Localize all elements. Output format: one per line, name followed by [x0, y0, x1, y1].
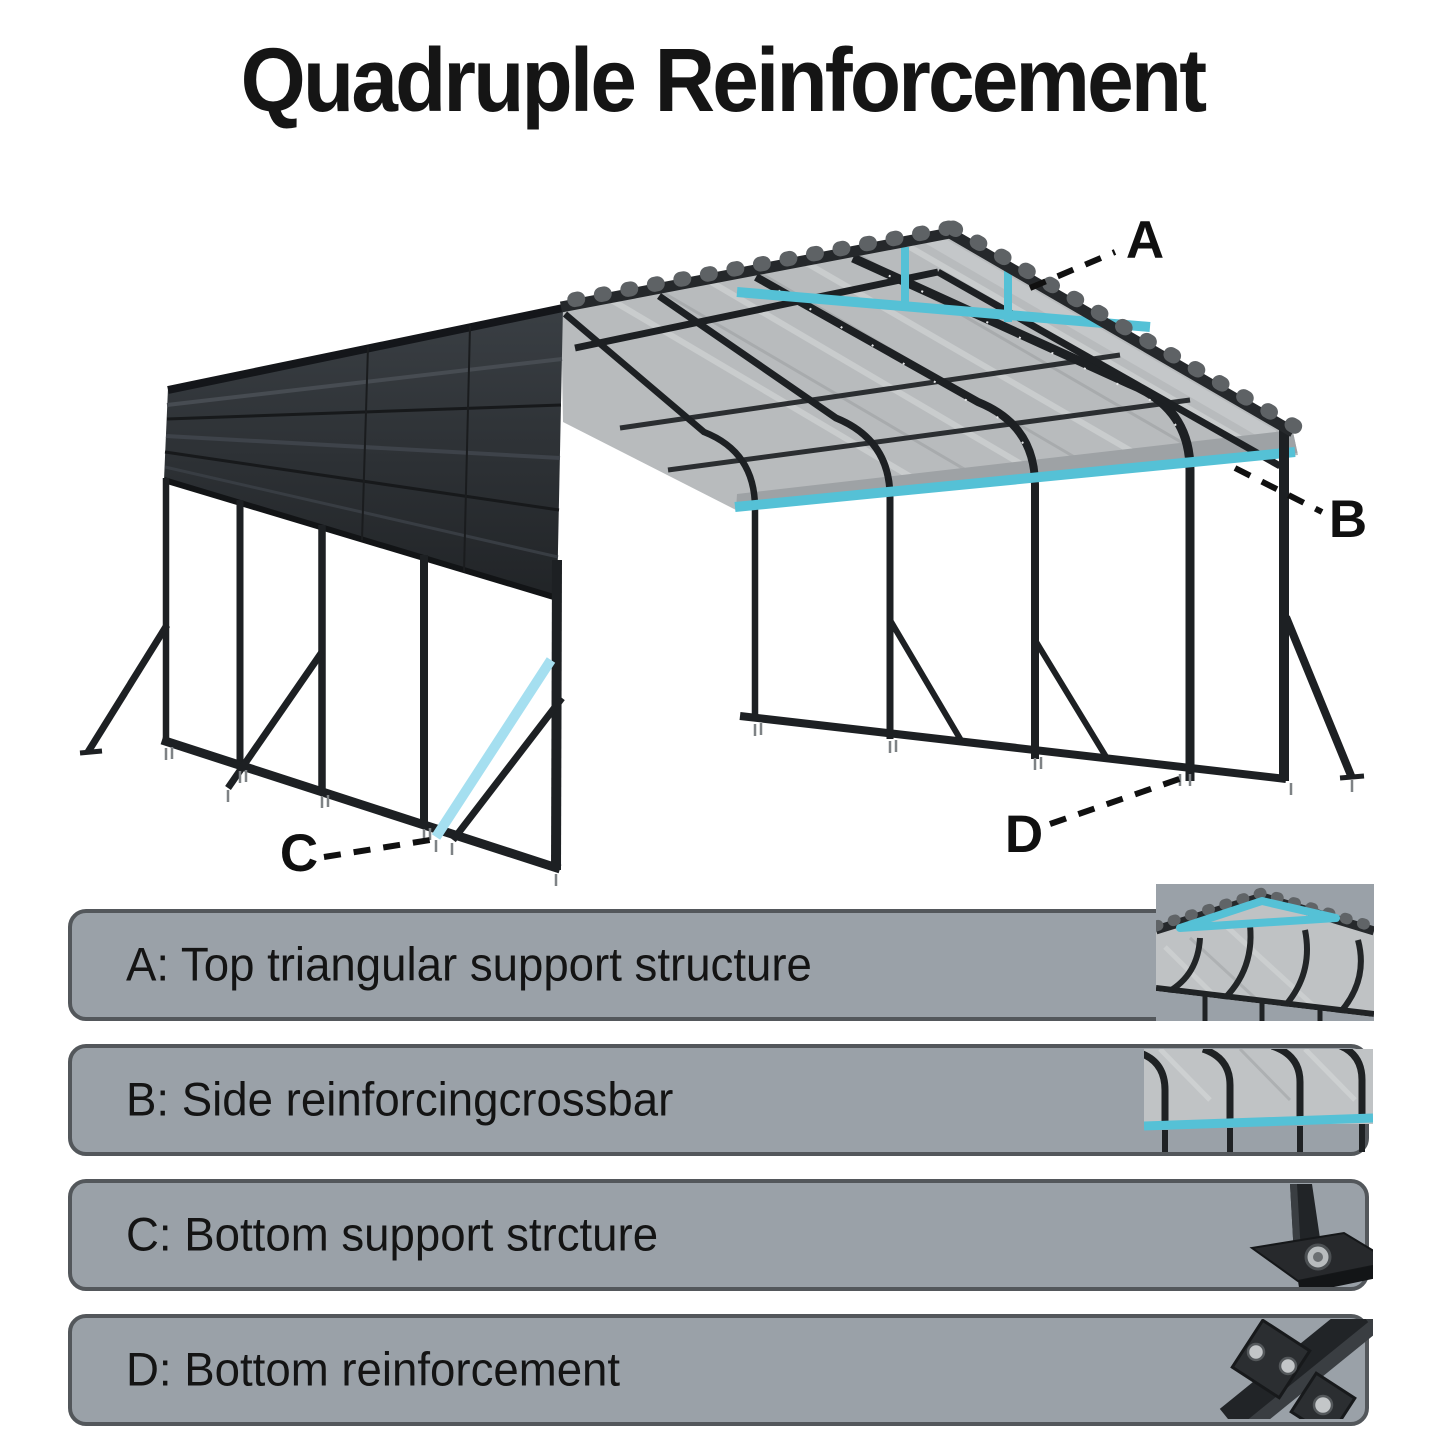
page-title: Quadruple Reinforcement	[240, 31, 1207, 131]
callout-c-label: C	[280, 824, 318, 883]
right-wall-frame	[739, 430, 1365, 783]
legend-row-b-label: B: Side reinforcingcrossbar	[126, 1072, 674, 1126]
bottom-support-highlight	[431, 657, 556, 840]
frame-arches	[562, 253, 1282, 781]
callout-d-label: D	[1005, 805, 1043, 864]
left-wall-anchors	[164, 747, 558, 886]
callout-b-line	[1233, 465, 1324, 515]
legend-row-a: A: Top triangular support structure	[68, 909, 1369, 1021]
callout-a-label: A	[1126, 211, 1164, 270]
roof-scalloped-edges	[554, 220, 1304, 437]
callout-c-line	[323, 837, 431, 860]
roof-purlins	[619, 352, 1191, 473]
roof-underside-panel	[561, 233, 1298, 510]
callouts: A B C D	[280, 211, 1367, 883]
eave-fascia	[736, 430, 1298, 510]
top-triangular-support-highlight	[736, 247, 1151, 332]
callout-a-line	[1028, 249, 1117, 291]
legend-row-c: C: Bottom support strcture	[68, 1179, 1369, 1291]
callout-b-label: B	[1329, 490, 1367, 549]
legend-row-d-label: D: Bottom reinforcement	[126, 1342, 621, 1396]
legend-row-c-label: C: Bottom support strcture	[126, 1207, 659, 1261]
side-crossbar-highlight	[734, 447, 1296, 512]
right-wall-anchors	[753, 723, 1354, 795]
legend-row-b: B: Side reinforcingcrossbar	[68, 1044, 1369, 1156]
legend-row-d: D: Bottom reinforcement	[68, 1314, 1369, 1426]
legend-row-a-label: A: Top triangular support structure	[126, 937, 812, 991]
callout-d-line	[1049, 775, 1183, 827]
left-wall-frame	[79, 478, 565, 874]
dark-roof-side-panel	[163, 304, 564, 601]
